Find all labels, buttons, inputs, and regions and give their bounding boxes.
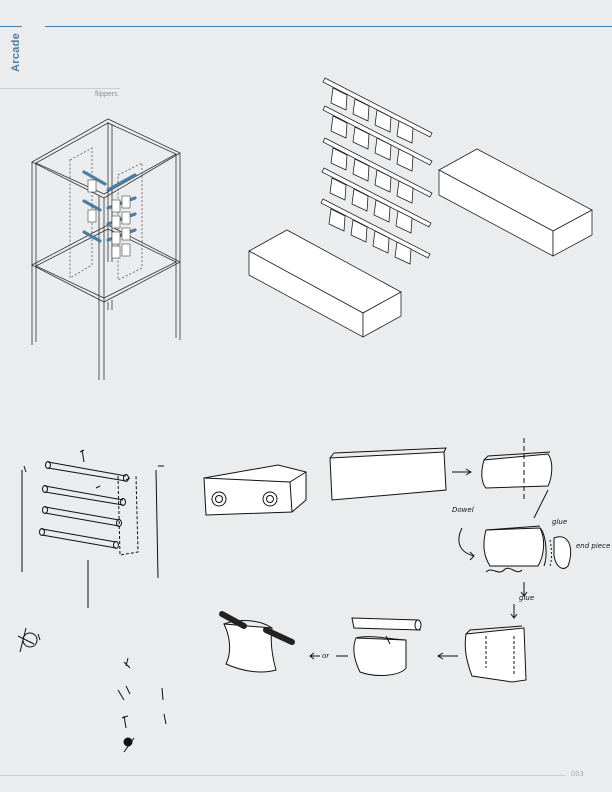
- arrow-left-icon: [437, 652, 458, 660]
- footer-rule: [0, 775, 565, 776]
- note-dowel: Dowel: [452, 506, 474, 514]
- sketch-holed-block: [203, 464, 307, 516]
- note-glue-top: glue: [552, 518, 567, 526]
- sketch-plank: [329, 447, 447, 501]
- header-rule: [45, 26, 612, 27]
- section-subtitle: flippers: [95, 91, 118, 98]
- note-or: or: [322, 652, 330, 660]
- sketch-flipper-assembled: [223, 620, 277, 673]
- title-tick: [0, 26, 22, 27]
- sketch-dowel-cup: [351, 617, 422, 676]
- cabinet-flipper-cards: [87, 179, 131, 259]
- subtitle-rule: [0, 88, 120, 89]
- cabinet-frame-drawing: [31, 118, 181, 380]
- sketch-rods: [21, 449, 164, 608]
- sketch-flipper-rod: [219, 611, 295, 645]
- note-glue-bottom: glue: [519, 594, 534, 602]
- sketch-cup-right: [464, 625, 527, 683]
- flipper-rows-drawing: [320, 77, 433, 265]
- block-left: [248, 229, 402, 338]
- block-right: [438, 148, 593, 257]
- connector-line: [533, 489, 549, 519]
- note-end-piece: end piece: [576, 542, 610, 550]
- arrow-right-icon: [452, 468, 472, 476]
- sketch-assembly: [458, 525, 572, 619]
- sketch-curved-piece: [481, 438, 553, 500]
- or-arrows: [309, 652, 348, 660]
- sketch-small-marks: [17, 627, 167, 753]
- page-number: 003: [571, 771, 585, 778]
